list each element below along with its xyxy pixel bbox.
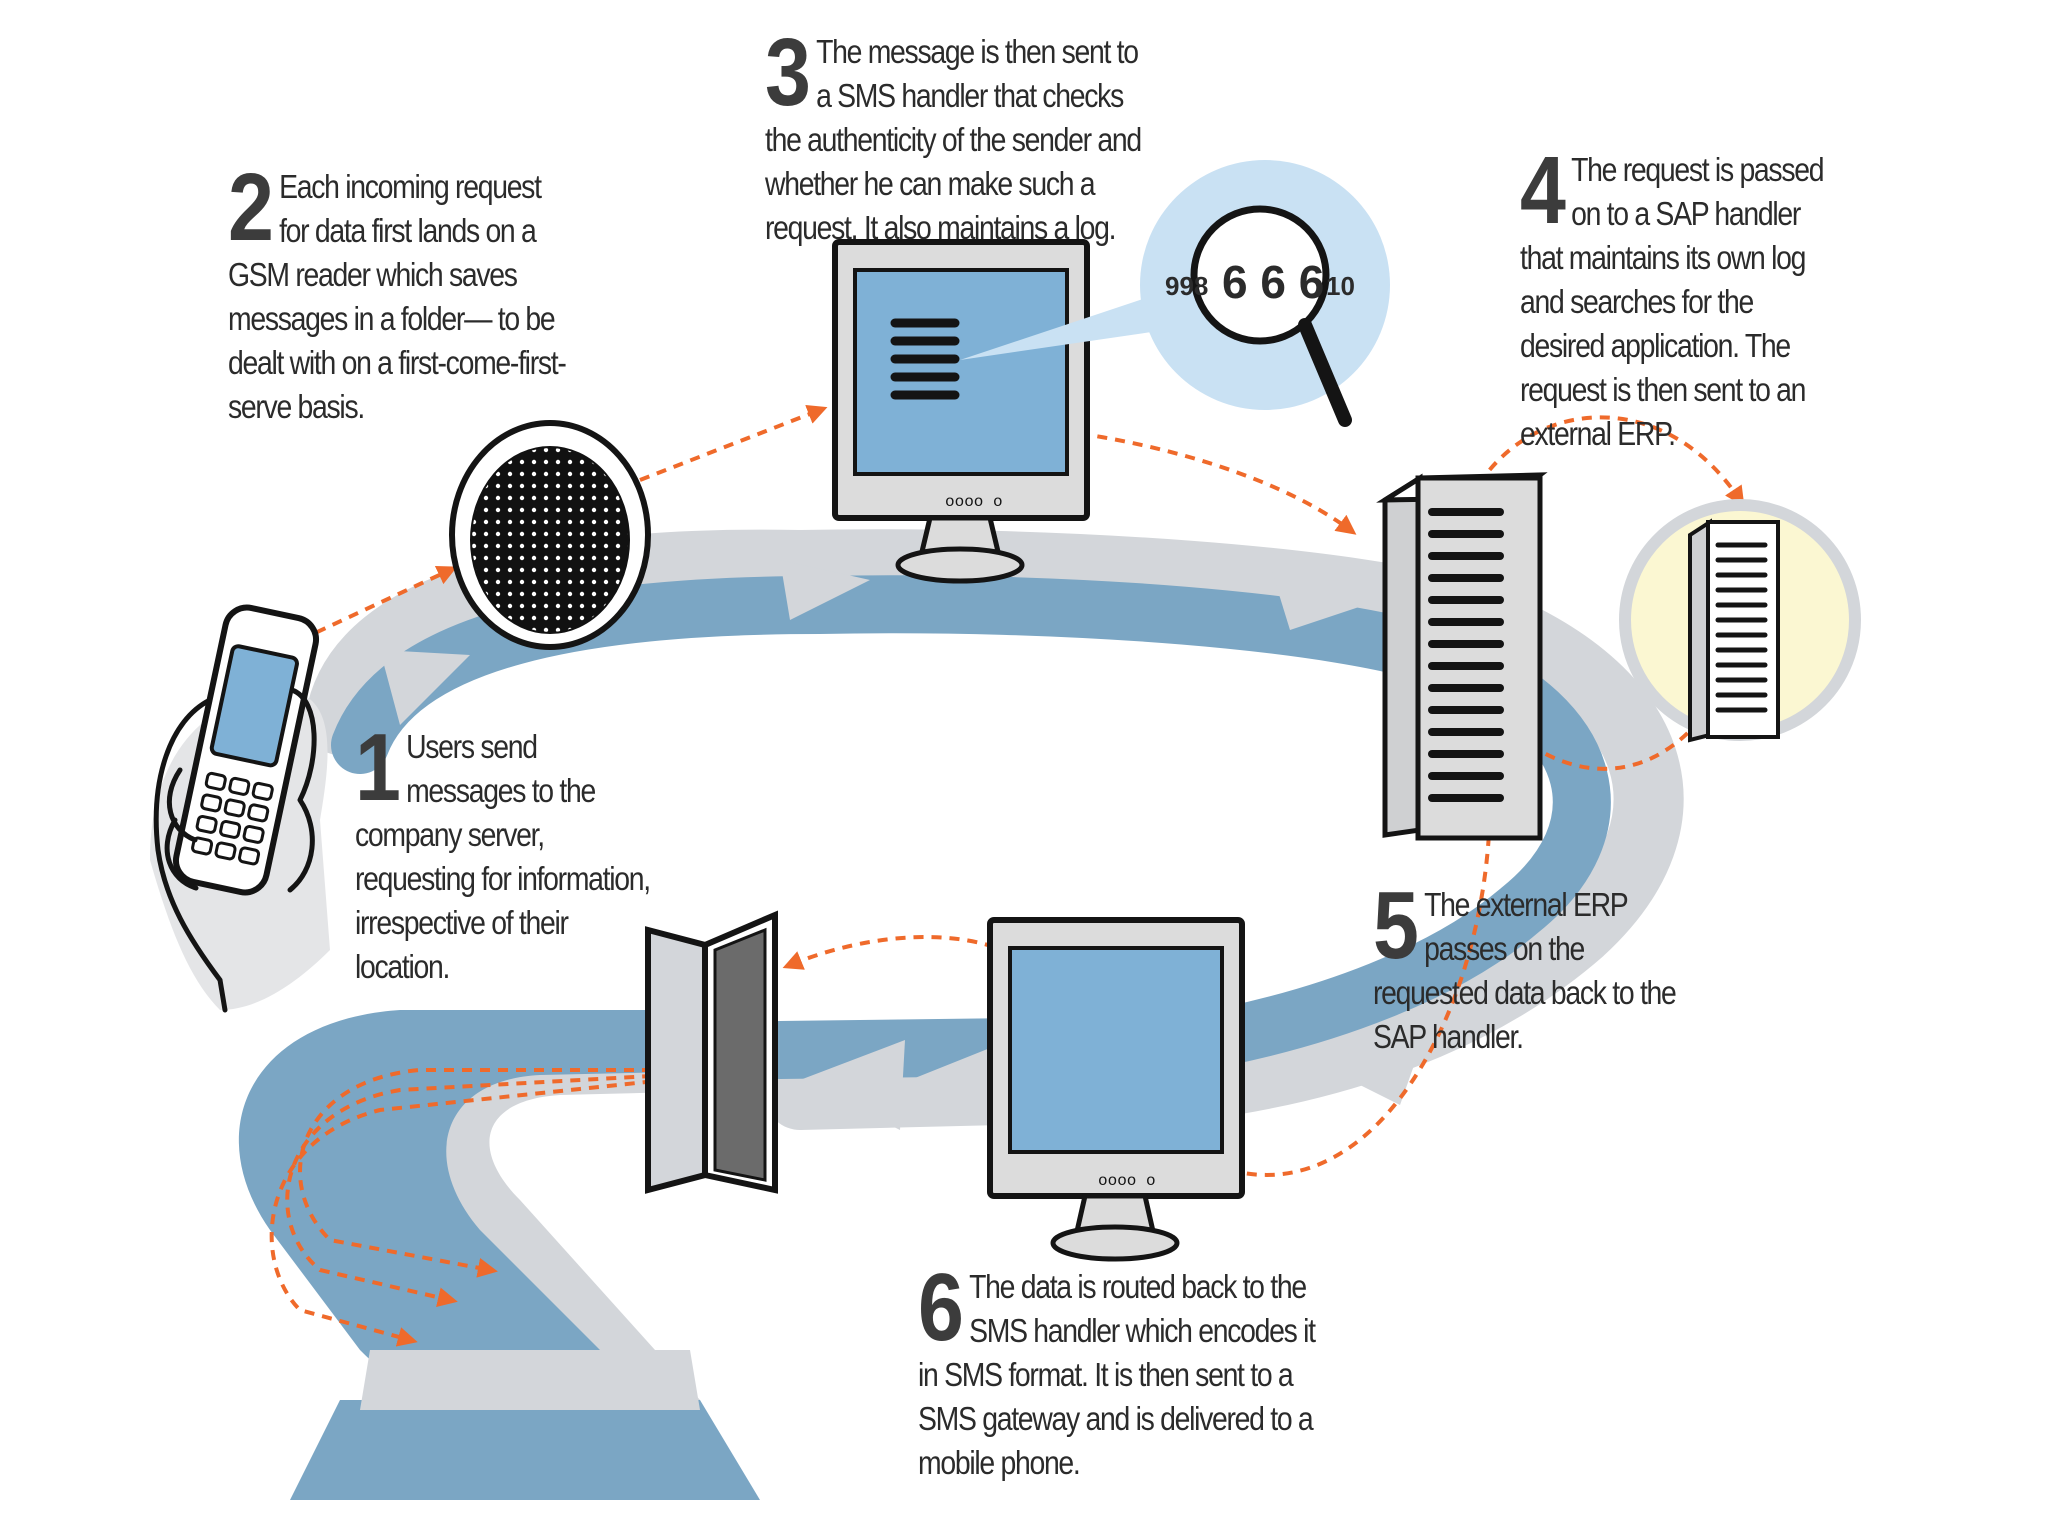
- monitor-top-base: [895, 546, 1025, 584]
- connector-erp-to-server: [1494, 714, 1702, 771]
- sms-handler-monitor: oooo o: [832, 239, 1090, 584]
- magnifier-bubble: 998 6 6 6 10: [960, 160, 1390, 427]
- external-erp: [1619, 499, 1861, 743]
- magnifier-readout-left: 998: [1165, 271, 1208, 301]
- step-1-number: 1: [355, 714, 401, 821]
- mobile-phone-in-hand: [150, 604, 330, 1013]
- server-vents: [1428, 508, 1504, 802]
- outgoing-ramp-tip: [290, 1400, 760, 1500]
- hand-outline: [153, 687, 317, 1013]
- monitor-top-screen: [853, 268, 1069, 476]
- connector-sms-to-server: [989, 423, 1357, 535]
- step-5-text: The external ERP passes on the requested…: [1373, 886, 1677, 1055]
- magnifier-handle: [1298, 318, 1352, 427]
- monitor-bottom-base: [1050, 1224, 1180, 1262]
- ribbon-arrow-5: [800, 1040, 905, 1130]
- ribbon-arrow-1: [380, 650, 470, 725]
- monitor-bottom-screen: [1008, 946, 1224, 1154]
- step-3-number: 3: [765, 19, 811, 126]
- step-3-text: The message is then sent to a SMS handle…: [765, 33, 1142, 246]
- ribbon-arrow-3: [1270, 565, 1380, 630]
- step-4-caption: 4 The request is passed on to a SAP hand…: [1520, 137, 1843, 456]
- gsm-reader: [449, 420, 651, 650]
- outgoing-ramp-blue: [238, 1010, 760, 1500]
- sms-gateway-door: [645, 910, 778, 1194]
- phone-screen: [209, 644, 299, 768]
- step-1-caption: 1 Users send messages to the company ser…: [355, 714, 660, 989]
- step-6-text: The data is routed back to the SMS handl…: [918, 1268, 1316, 1481]
- connector-gsm-to-sms: [639, 405, 828, 482]
- monitor-bottom-buttons: oooo o: [1098, 1172, 1156, 1190]
- step-6-caption: 6 The data is routed back to the SMS han…: [918, 1254, 1331, 1485]
- phone-keypad: [191, 771, 274, 866]
- ribbon-arrow-6: [910, 1040, 1010, 1125]
- step-1-text: Users send messages to the company serve…: [355, 728, 651, 985]
- gsm-reader-dots: [472, 448, 628, 632]
- connector-delivery-3: [269, 1068, 761, 1347]
- step-4-number: 4: [1520, 137, 1566, 244]
- step-4-text: The request is passed on to a SAP handle…: [1520, 151, 1825, 452]
- bubble-pointer: [960, 290, 1170, 360]
- erp-tower-front: [1706, 520, 1780, 739]
- monitor-top-buttons: oooo o: [945, 493, 1003, 511]
- step-2-text: Each incoming request for data first lan…: [228, 168, 567, 425]
- step-5-caption: 5 The external ERP passes on the request…: [1373, 872, 1678, 1059]
- connector-server-to-erp: [1468, 415, 1745, 507]
- step-3-caption: 3 The message is then sent to a SMS hand…: [765, 19, 1143, 250]
- sms-encoder-monitor: oooo o: [987, 917, 1245, 1262]
- gateway-right-inner: [713, 927, 767, 1182]
- erp-tower-vents: [1715, 542, 1768, 713]
- magnifier-readout-main: 6 6 6: [1222, 256, 1324, 308]
- sap-handler-server: [1376, 472, 1548, 841]
- step-2-caption: 2 Each incoming request for data first l…: [228, 154, 568, 429]
- outgoing-ramp-tip-grey: [360, 1350, 700, 1410]
- orange-connectors: [269, 405, 1745, 1347]
- step-2-number: 2: [228, 154, 274, 261]
- connector-delivery-1: [298, 1068, 760, 1278]
- ribbon-arrow-4: [1320, 1020, 1430, 1105]
- server-side: [1382, 473, 1423, 838]
- connector-phone-to-gsm: [299, 566, 458, 642]
- magnifier-readout-right: 10: [1326, 271, 1355, 301]
- step-5-number: 5: [1373, 872, 1419, 979]
- magnifier-lens: [1190, 205, 1330, 345]
- ribbon-arrow-2: [780, 560, 870, 620]
- document-lines-icon: [890, 318, 960, 400]
- step-6-number: 6: [918, 1254, 964, 1361]
